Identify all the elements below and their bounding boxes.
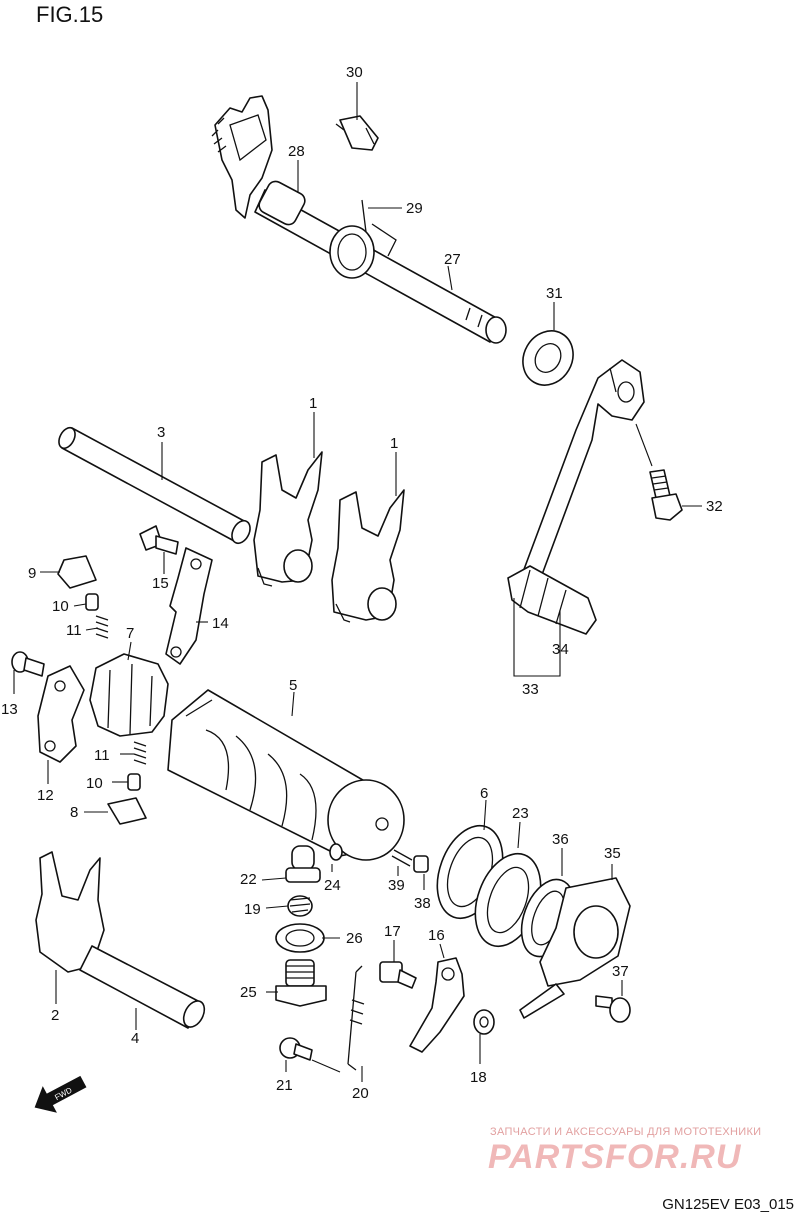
label-34: 34 [552, 641, 569, 658]
bolt-17 [379, 961, 417, 989]
leader-lines [13, 82, 702, 1082]
bolt-37 [595, 995, 631, 1023]
label-35: 35 [604, 845, 621, 862]
spring-20 [347, 965, 365, 1071]
fork-shaft-3 [58, 426, 251, 545]
cam-gear-7 [89, 653, 169, 737]
part-labels: 30 28 29 27 31 3 1 1 32 15 9 10 11 14 7 … [1, 64, 723, 1102]
switch-22 [285, 845, 321, 883]
label-17: 17 [384, 923, 401, 940]
label-39: 39 [388, 877, 405, 894]
label-28: 28 [288, 143, 305, 160]
watermark-tagline: ЗАПЧАСТИ И АКСЕССУАРЫ ДЛЯ МОТОТЕХНИКИ [490, 1126, 762, 1138]
diagram-code: GN125EV E03_015 [662, 1196, 794, 1213]
screw-13 [11, 651, 45, 677]
label-14: 14 [212, 615, 229, 632]
switch-35 [519, 877, 631, 1019]
label-37: 37 [612, 963, 629, 980]
label-11a: 11 [66, 622, 82, 639]
label-2: 2 [51, 1007, 59, 1024]
cam-stopper-plate-14 [165, 547, 213, 665]
stopper-16 [409, 957, 465, 1053]
label-7: 7 [126, 625, 134, 642]
spring-11a [95, 615, 109, 639]
gearshift-cam-5 [167, 689, 405, 861]
label-21: 21 [276, 1077, 293, 1094]
label-1b: 1 [390, 435, 398, 452]
label-8: 8 [70, 804, 78, 821]
label-23: 23 [512, 805, 529, 822]
label-19: 19 [244, 901, 261, 918]
shift-fork-2 [35, 851, 105, 973]
label-29: 29 [406, 200, 423, 217]
label-1a: 1 [309, 395, 317, 412]
shift-arm-28 [211, 95, 306, 226]
label-13: 13 [1, 701, 18, 718]
watermark-logo: PARTSFOR.RU [488, 1138, 742, 1176]
washer-18 [473, 1009, 495, 1035]
cap-8 [107, 797, 147, 825]
label-38: 38 [414, 895, 431, 912]
figure-title: FIG.15 [36, 2, 104, 27]
spring-11b [133, 741, 147, 765]
screw-15 [139, 525, 179, 555]
pin-38 [413, 855, 429, 873]
label-20: 20 [352, 1085, 369, 1102]
label-10b: 10 [86, 775, 103, 792]
label-25: 25 [240, 984, 257, 1001]
label-3: 3 [157, 424, 165, 441]
plug-25 [275, 959, 327, 1007]
label-36: 36 [552, 831, 569, 848]
label-31: 31 [546, 285, 563, 302]
label-22: 22 [240, 871, 257, 888]
label-9: 9 [28, 565, 36, 582]
label-11b: 11 [94, 747, 110, 764]
label-15: 15 [152, 575, 169, 592]
label-4: 4 [131, 1030, 139, 1047]
label-5: 5 [289, 677, 297, 694]
gearshift-lever-33 [519, 359, 645, 581]
shift-spring-29 [329, 199, 397, 279]
shift-fork-1b [331, 489, 405, 623]
label-33: 33 [522, 681, 539, 698]
label-18: 18 [470, 1069, 487, 1086]
label-10a: 10 [52, 598, 69, 615]
label-27: 27 [444, 251, 461, 268]
bolt-32 [649, 469, 683, 521]
pin-10a [85, 593, 99, 611]
shift-fork-1a [253, 451, 323, 587]
bolt-21 [279, 1037, 313, 1061]
gearshift-shaft-27 [254, 189, 507, 344]
spring-19 [287, 895, 313, 917]
label-6: 6 [480, 785, 488, 802]
pin-24 [329, 843, 343, 861]
pin-10b [127, 773, 141, 791]
washer-26 [275, 923, 325, 953]
label-16: 16 [428, 927, 445, 944]
label-24: 24 [324, 877, 341, 894]
fork-shaft-4 [79, 945, 206, 1029]
stopper-plate-12 [37, 665, 85, 763]
pin-39 [391, 849, 413, 867]
label-32: 32 [706, 498, 723, 515]
lever-rubber-34 [507, 565, 597, 635]
bolt-30 [335, 115, 379, 151]
label-12: 12 [37, 787, 54, 804]
cap-9 [57, 555, 97, 589]
oil-seal-31 [522, 330, 574, 386]
label-26: 26 [346, 930, 363, 947]
label-30: 30 [346, 64, 363, 81]
fwd-arrow-icon: FWD [34, 1075, 87, 1113]
